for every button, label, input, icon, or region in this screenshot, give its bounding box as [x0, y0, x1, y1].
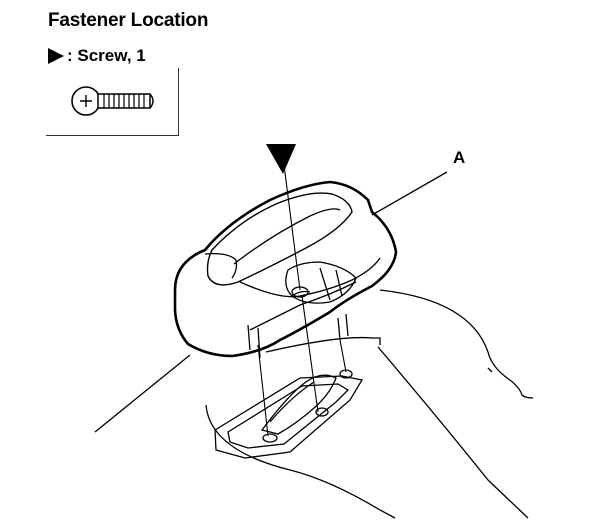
- alignment-lines: [257, 164, 347, 437]
- legend-text: : Screw, 1: [67, 46, 146, 65]
- body-panel-outline: [94, 289, 534, 519]
- fastener-legend: : Screw, 1: [47, 45, 146, 67]
- screw-icon: [71, 86, 154, 116]
- fastener-detail-box: [46, 68, 179, 136]
- screw-marker-icon: [47, 47, 65, 65]
- leader-line-a: [371, 171, 448, 216]
- screw-location-marker-icon: [266, 144, 296, 174]
- page-title: Fastener Location: [48, 10, 209, 31]
- mounting-base: [214, 369, 364, 459]
- callout-label-a: A: [453, 148, 466, 167]
- part-a-outline: [173, 180, 398, 359]
